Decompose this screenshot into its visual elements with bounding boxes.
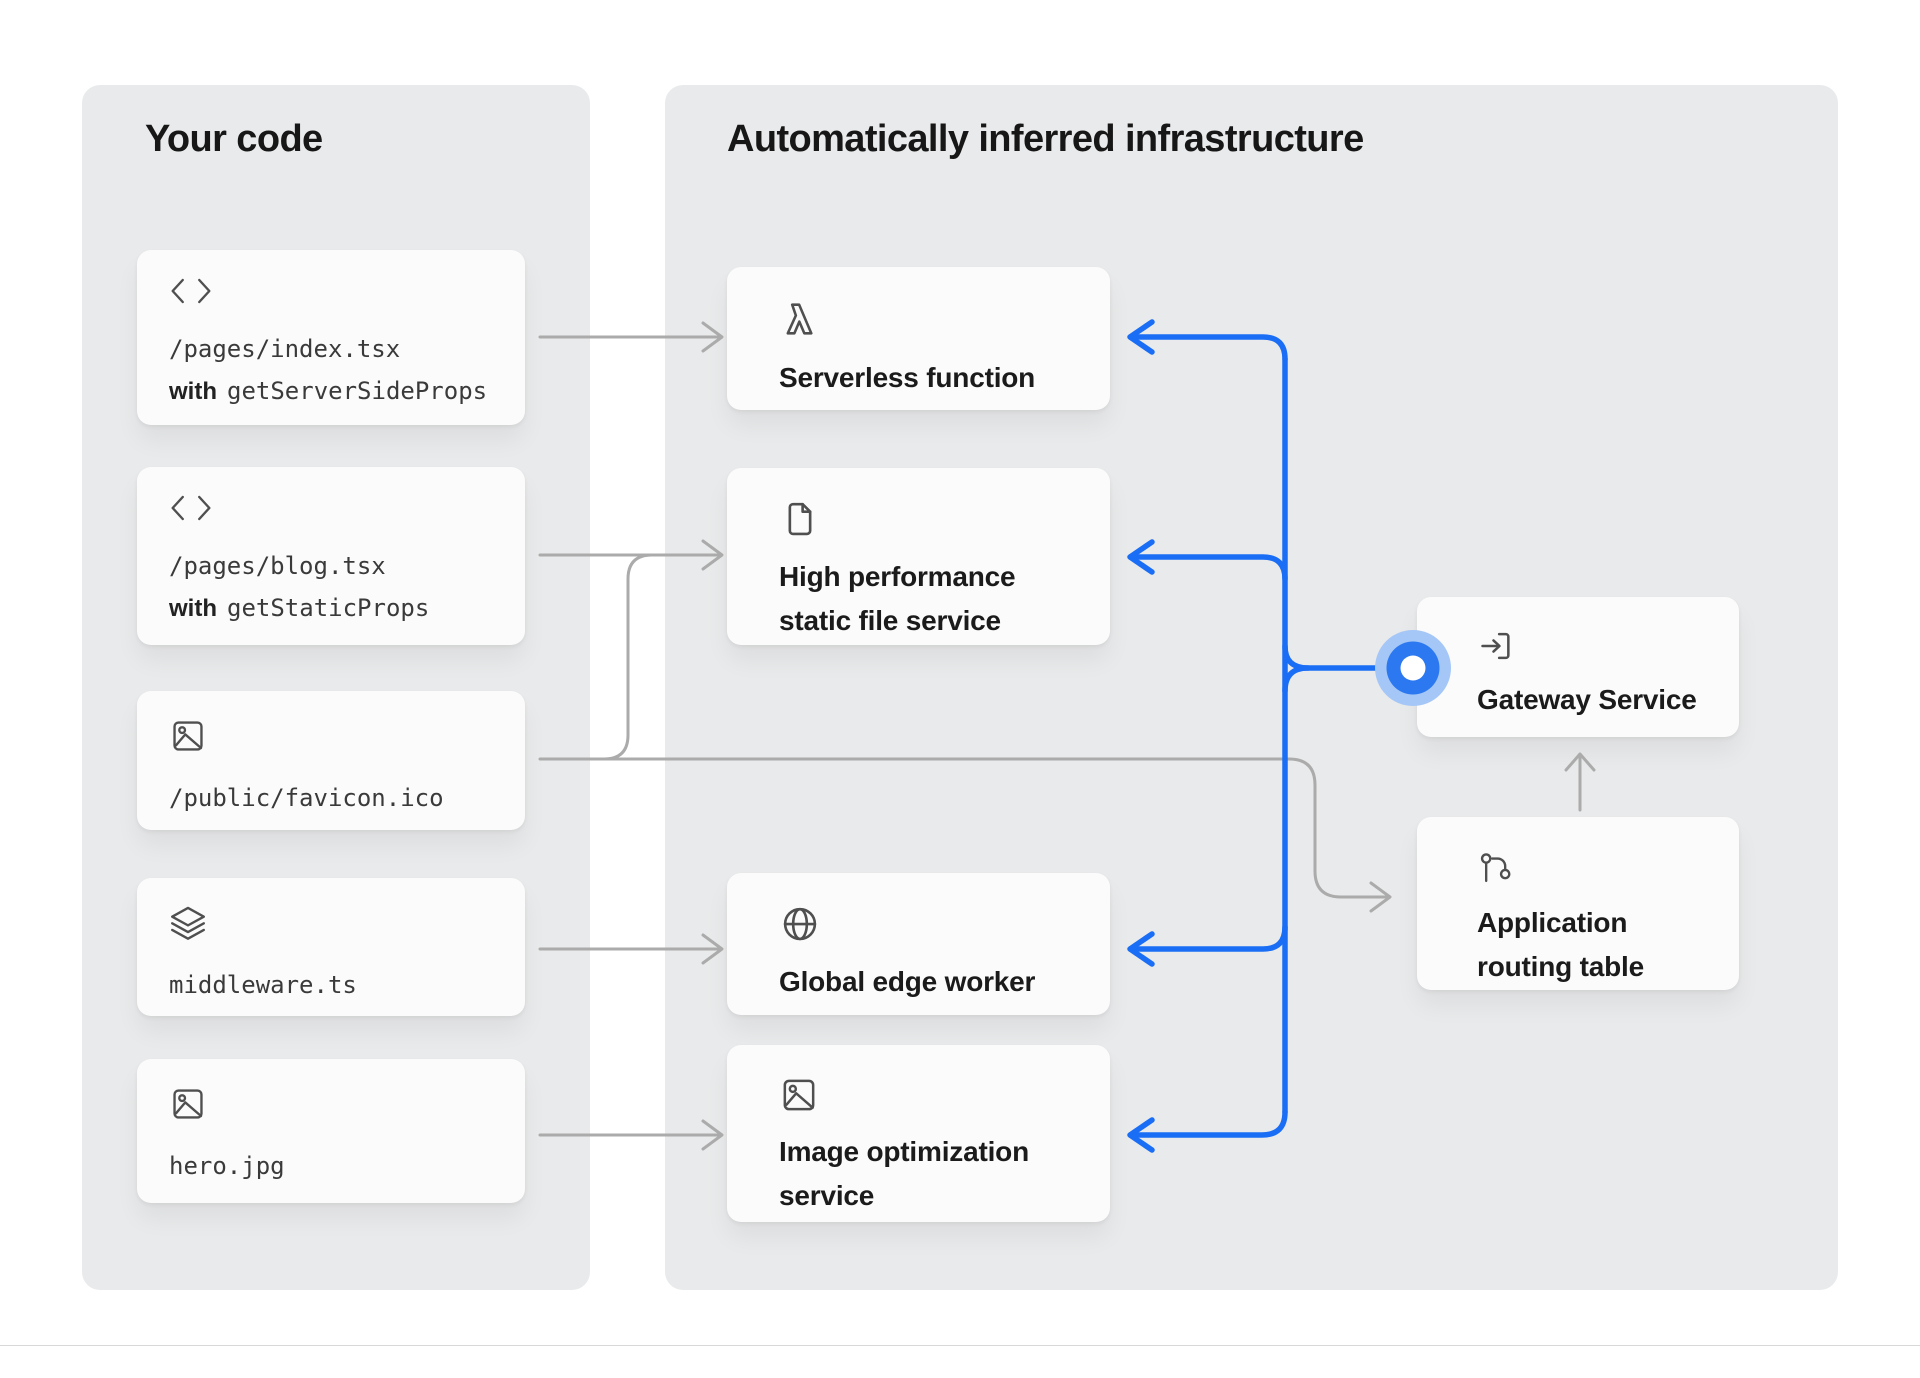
code-icon <box>171 495 211 521</box>
file-path: hero.jpg <box>169 1152 285 1180</box>
method-name: getServerSideProps <box>227 377 488 405</box>
code-card-middleware: middleware.ts <box>137 878 525 1016</box>
file-icon <box>788 502 812 536</box>
service-card-global-edge-worker: Global edge worker <box>727 873 1110 1015</box>
code-card-hero: hero.jpg <box>137 1059 525 1203</box>
left-panel-title: Your code <box>145 118 323 160</box>
file-detail: with getStaticProps <box>169 587 497 629</box>
service-label: Gateway Service <box>1477 684 1697 715</box>
service-label: Image optimization service <box>779 1136 1029 1211</box>
code-card-blog: /pages/blog.tsx with getStaticProps <box>137 467 525 645</box>
file-detail: with getServerSideProps <box>169 370 497 412</box>
with-label: with <box>169 378 217 405</box>
service-card-image-optimization: Image optimization service <box>727 1045 1110 1222</box>
service-label: Global edge worker <box>779 966 1036 997</box>
service-card-static-file-service: High performance static file service <box>727 468 1110 645</box>
service-label: High performance static file service <box>779 561 1016 636</box>
right-panel-title: Automatically inferred infrastructure <box>727 118 1364 160</box>
code-card-index: /pages/index.tsx with getServerSideProps <box>137 250 525 425</box>
file-path: middleware.ts <box>169 971 357 999</box>
code-card-favicon: /public/favicon.ico <box>137 691 525 830</box>
code-icon <box>171 278 211 304</box>
file-path: /pages/index.tsx <box>169 335 401 363</box>
application-routing-table-card: Application routing table <box>1417 817 1739 990</box>
file-path: /public/favicon.ico <box>169 784 444 812</box>
service-label: Application routing table <box>1477 907 1644 982</box>
service-card-serverless-function: Serverless function <box>727 267 1110 410</box>
image-icon <box>783 1079 815 1111</box>
file-path: /pages/blog.tsx <box>169 552 386 580</box>
service-label: Serverless function <box>779 362 1036 393</box>
globe-icon <box>783 907 817 941</box>
method-name: getStaticProps <box>227 594 430 622</box>
lambda-icon <box>786 303 813 335</box>
with-label: with <box>169 595 217 622</box>
login-icon <box>1481 632 1510 660</box>
image-icon <box>173 1089 203 1119</box>
gateway-service-card: Gateway Service <box>1417 597 1739 737</box>
branch-favicon-to-static <box>602 553 654 761</box>
page-bottom-divider <box>0 1345 1920 1346</box>
image-icon <box>173 721 203 751</box>
route-icon <box>1480 853 1511 883</box>
layers-icon <box>170 906 206 940</box>
